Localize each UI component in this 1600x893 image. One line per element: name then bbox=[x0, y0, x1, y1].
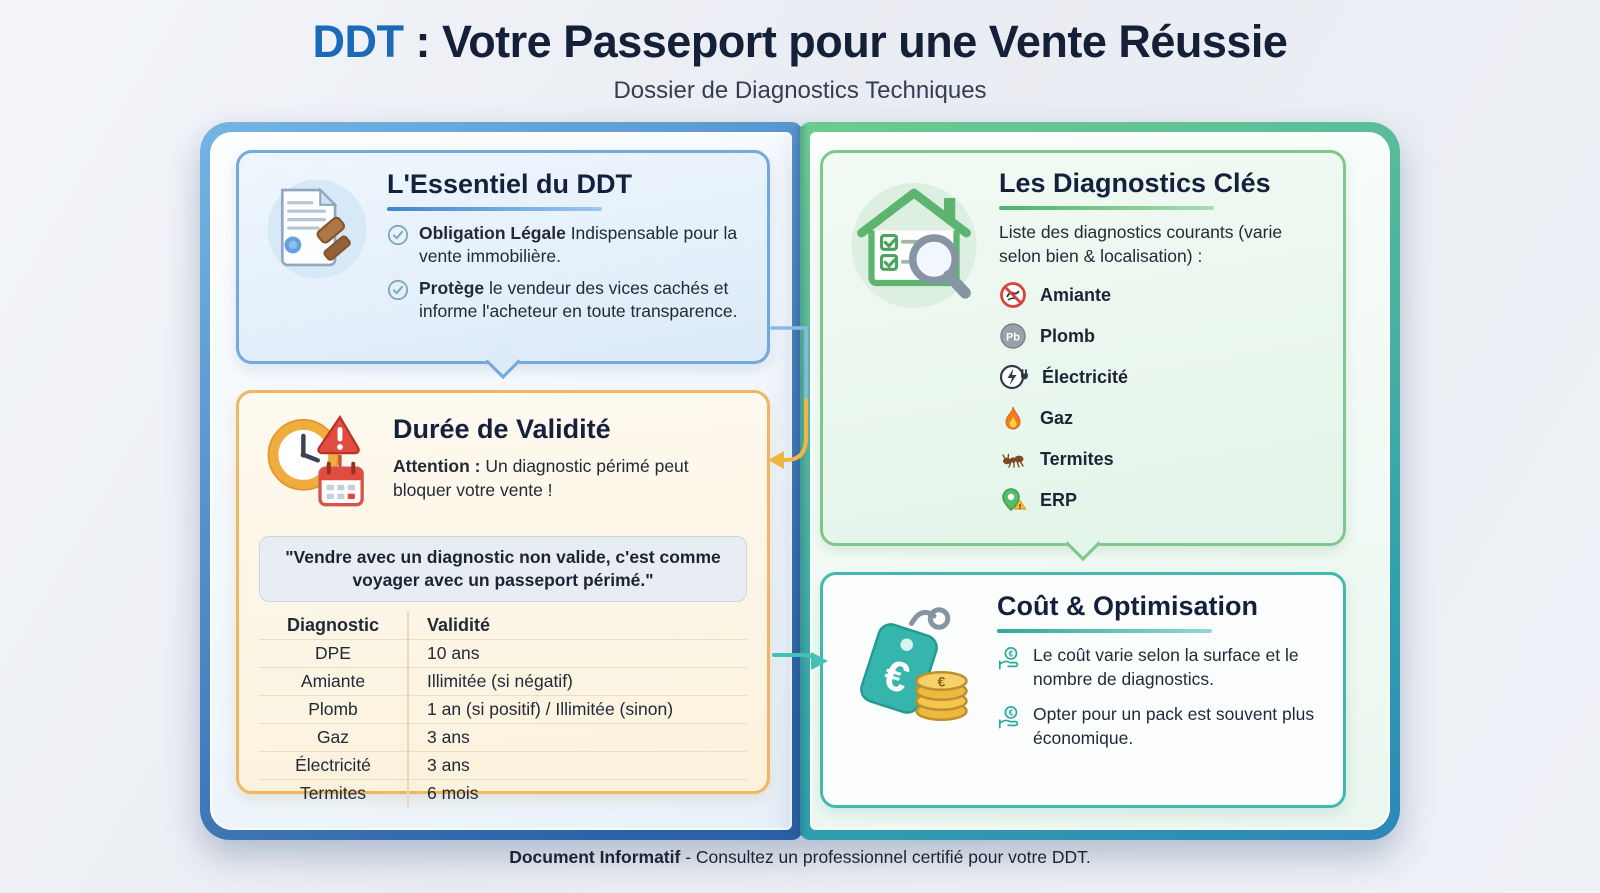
table-cell: Électricité bbox=[259, 751, 409, 779]
asbestos-prohibited-icon bbox=[1000, 282, 1026, 309]
cost-bullet: € Le coût varie selon la surface et le n… bbox=[997, 644, 1327, 691]
diagnostic-item: Électricité bbox=[999, 363, 1327, 391]
diagnostics-intro: Liste des diagnostics courants (varie se… bbox=[999, 222, 1283, 266]
essential-bullet-text: Obligation Légale Indispensable pour la … bbox=[419, 223, 738, 267]
table-header-cell: Validité bbox=[427, 614, 491, 635]
essential-bullet-text: Protège le vendeur des vices cachés et i… bbox=[419, 278, 738, 322]
title-accent: DDT bbox=[312, 16, 404, 67]
page-subtitle: Dossier de Diagnostics Techniques bbox=[613, 77, 987, 104]
check-icon bbox=[387, 224, 409, 246]
table-cell: Termites bbox=[259, 779, 409, 807]
validity-card-intro: Durée de Validité Attention : Un diagnos… bbox=[393, 406, 747, 520]
document-gavel-icon bbox=[257, 169, 373, 349]
lead-pb-icon: Pb bbox=[1000, 323, 1026, 349]
essential-bullet: Obligation Légale Indispensable pour la … bbox=[387, 222, 749, 268]
diagnostic-label: ERP bbox=[1040, 489, 1078, 510]
price-tag-coins-icon: € € bbox=[839, 591, 989, 789]
svg-text:€: € bbox=[1009, 650, 1014, 659]
termite-icon bbox=[1002, 454, 1024, 468]
essential-card-content: L'Essentiel du DDT Obligation Légale Ind… bbox=[387, 169, 749, 349]
hand-coin-icon: € bbox=[998, 706, 1019, 729]
validity-card: Durée de Validité Attention : Un diagnos… bbox=[236, 390, 770, 807]
diagnostics-card-content: Les Diagnostics Clés Liste des diagnosti… bbox=[999, 168, 1327, 528]
diagnostics-card: Les Diagnostics Clés Liste des diagnosti… bbox=[820, 150, 1346, 562]
title-main: : Votre Passeport pour une Vente Réussie bbox=[403, 16, 1288, 67]
diagnostic-item: Gaz bbox=[999, 404, 1327, 432]
validity-card-header: Durée de Validité Attention : Un diagnos… bbox=[259, 406, 747, 528]
erp-location-warning-icon bbox=[1002, 488, 1027, 512]
diagnostic-label: Termites bbox=[1040, 448, 1114, 469]
diagnostics-card-title: Les Diagnostics Clés bbox=[999, 168, 1271, 198]
validity-table: Diagnostic Validité DPE 10 ans Amiante I… bbox=[259, 611, 747, 807]
diagnostic-label: Électricité bbox=[1042, 366, 1129, 387]
table-row: Termites 6 mois bbox=[259, 779, 747, 807]
essential-card: L'Essentiel du DDT Obligation Légale Ind… bbox=[236, 150, 770, 380]
book-right-page: Les Diagnostics Clés Liste des diagnosti… bbox=[810, 132, 1390, 830]
header: DDT : Votre Passeport pour une Vente Réu… bbox=[0, 16, 1600, 105]
cost-bullet-text: Le coût varie selon la surface et le nom… bbox=[1033, 645, 1299, 689]
hand-coin-icon: € bbox=[998, 646, 1019, 670]
svg-text:€: € bbox=[938, 675, 946, 690]
page-title: DDT : Votre Passeport pour une Vente Réu… bbox=[0, 16, 1600, 68]
gas-flame-icon bbox=[1005, 407, 1021, 430]
diagnostic-item: Amiante bbox=[999, 281, 1327, 309]
diagnostic-item: Pb Plomb bbox=[999, 322, 1327, 350]
cost-card-content: Coût & Optimisation € Le coût varie selo… bbox=[997, 591, 1327, 789]
table-cell: Gaz bbox=[259, 723, 409, 751]
cost-bullet-text: Opter pour un pack est souvent plus écon… bbox=[1033, 704, 1315, 748]
table-row: Amiante Illimitée (si négatif) bbox=[259, 667, 747, 696]
validity-card-title: Durée de Validité bbox=[393, 414, 611, 444]
diagnostic-label: Plomb bbox=[1040, 325, 1096, 346]
table-header-row: Diagnostic Validité bbox=[259, 611, 747, 640]
table-cell: 3 ans bbox=[427, 726, 470, 747]
table-cell: Illimitée (si négatif) bbox=[427, 670, 573, 691]
speech-tail bbox=[1065, 525, 1101, 562]
table-row: Électricité 3 ans bbox=[259, 751, 747, 780]
table-cell: 3 ans bbox=[427, 754, 470, 775]
table-cell: Amiante bbox=[259, 667, 409, 695]
essential-card-title: L'Essentiel du DDT bbox=[387, 169, 632, 199]
table-cell: 6 mois bbox=[427, 782, 479, 803]
passport-quote: "Vendre avec un diagnostic non valide, c… bbox=[259, 536, 747, 602]
essential-bullet: Protège le vendeur des vices cachés et i… bbox=[387, 277, 749, 323]
check-icon bbox=[387, 280, 409, 301]
title-underline bbox=[387, 207, 602, 211]
book-left-page: L'Essentiel du DDT Obligation Légale Ind… bbox=[210, 132, 792, 830]
title-underline bbox=[999, 206, 1214, 210]
footer-note: Document Informatif - Consultez un profe… bbox=[509, 847, 1091, 867]
diagnostic-label: Gaz bbox=[1040, 407, 1074, 428]
title-underline bbox=[997, 629, 1212, 633]
validity-warning: Attention : Un diagnostic périmé peut bl… bbox=[393, 456, 689, 500]
house-inspection-icon bbox=[839, 168, 989, 528]
table-row: DPE 10 ans bbox=[259, 639, 747, 668]
cost-bullet: € Opter pour un pack est souvent plus éc… bbox=[997, 703, 1327, 750]
cost-card-title: Coût & Optimisation bbox=[997, 591, 1258, 621]
electricity-plug-icon bbox=[999, 365, 1028, 390]
book-right-cover: Les Diagnostics Clés Liste des diagnosti… bbox=[800, 122, 1400, 840]
diagnostic-item: ERP bbox=[999, 486, 1327, 514]
diagnostic-item: Termites bbox=[999, 445, 1327, 473]
table-row: Gaz 3 ans bbox=[259, 723, 747, 752]
table-row: Plomb 1 an (si positif) / Illimitée (sin… bbox=[259, 695, 747, 724]
cost-card: € € Coût & Optimisation bbox=[820, 572, 1346, 808]
book-left-cover: L'Essentiel du DDT Obligation Légale Ind… bbox=[200, 122, 802, 840]
speech-tail bbox=[485, 343, 521, 380]
table-cell: Plomb bbox=[259, 695, 409, 723]
table-cell: 1 an (si positif) / Illimitée (sinon) bbox=[427, 698, 674, 719]
clock-deadline-icon bbox=[259, 406, 381, 528]
table-cell: DPE bbox=[259, 639, 409, 667]
svg-text:Pb: Pb bbox=[1006, 332, 1020, 344]
svg-text:€: € bbox=[1009, 709, 1014, 718]
table-header-cell: Diagnostic bbox=[259, 611, 409, 639]
table-cell: 10 ans bbox=[427, 642, 480, 663]
diagnostic-label: Amiante bbox=[1040, 284, 1112, 305]
